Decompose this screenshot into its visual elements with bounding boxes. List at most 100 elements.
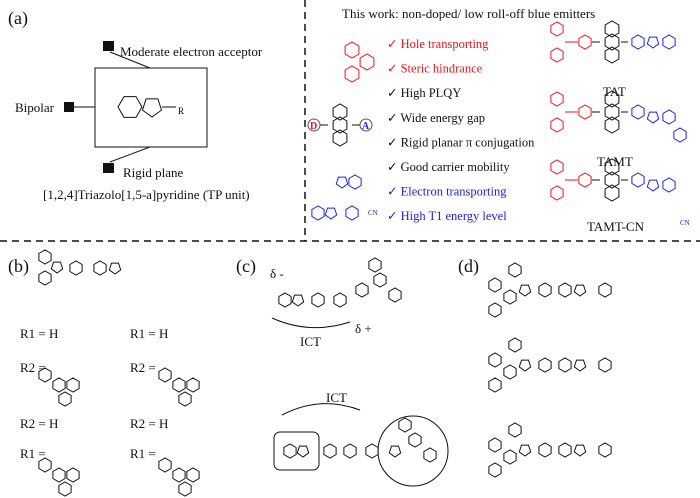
ring (178, 391, 192, 407)
ring (373, 272, 387, 288)
ring (158, 457, 172, 473)
substituent-label: R2 = H (20, 416, 58, 431)
ring (646, 36, 660, 49)
ring (488, 277, 502, 293)
feature-item: ✓ Good carrier mobility (387, 160, 510, 174)
ring (368, 257, 382, 273)
ring (423, 447, 437, 463)
this-work-title: This work: non-doped/ low roll-off blue … (342, 6, 595, 21)
ring (172, 467, 186, 483)
connector-line (109, 51, 151, 69)
panel-a-label: (a) (8, 8, 28, 29)
feature-item: ✓ Wide energy gap (387, 111, 485, 125)
ring (538, 442, 552, 458)
ring (604, 116, 620, 134)
ring (365, 443, 379, 459)
ring (38, 270, 52, 286)
ring (598, 442, 612, 458)
ring (332, 103, 348, 121)
ring (344, 41, 360, 59)
ring (38, 457, 52, 473)
ring (355, 282, 369, 298)
substituent-label: R2 = (130, 360, 156, 375)
ring (604, 184, 620, 202)
panel-b-label: (b) (8, 256, 29, 277)
ring (311, 292, 325, 308)
ring (333, 292, 347, 308)
ring (335, 176, 349, 189)
ring (332, 129, 348, 147)
ring (52, 377, 66, 393)
ring (578, 104, 592, 120)
feature-item: ✓ Steric hindrance (387, 62, 483, 76)
compound-name-tat: TAT (603, 84, 626, 99)
ring (58, 481, 72, 497)
ring (662, 109, 676, 125)
ring (550, 117, 564, 133)
ring (66, 377, 80, 393)
ring (38, 249, 52, 265)
ring (488, 302, 502, 318)
ring (311, 205, 325, 221)
ring (291, 294, 305, 307)
ring (158, 367, 172, 383)
donor-badge (307, 118, 321, 132)
ring (508, 337, 522, 353)
ring (631, 172, 645, 188)
delta-minus: δ - (270, 266, 284, 281)
ring (662, 34, 676, 50)
ring (408, 432, 422, 448)
ring (186, 467, 200, 483)
ring (598, 357, 612, 373)
ring (141, 98, 163, 118)
ring (578, 34, 592, 50)
ring (332, 116, 348, 134)
rigid-plane-label: Rigid plane (123, 165, 184, 180)
cn-label: CN (368, 209, 378, 217)
ring (488, 437, 502, 453)
feature-item: ✓ Electron transporting (387, 185, 507, 199)
ring (38, 367, 52, 383)
ring (108, 262, 122, 275)
ring (508, 422, 522, 438)
ring (604, 33, 620, 51)
ring (550, 159, 564, 175)
ring (488, 352, 502, 368)
ring (558, 282, 572, 298)
feature-list: ✓ Hole transporting✓ Steric hindrance✓ H… (387, 37, 535, 223)
substituent-label: R1 = H (20, 326, 58, 341)
panel-d-label: (d) (458, 256, 479, 277)
ring (550, 47, 564, 63)
acceptor-badge-text: A (362, 121, 370, 132)
substituent-label: R1 = H (130, 326, 168, 341)
ring (538, 282, 552, 298)
ring (550, 185, 564, 201)
donor-badge-text: D (310, 121, 317, 132)
substituent-label: R1 = (130, 446, 156, 461)
tp-unit-box (94, 67, 208, 148)
ring (538, 357, 552, 373)
ring (323, 443, 337, 459)
ring (117, 96, 143, 118)
ring (604, 90, 620, 108)
ring (518, 359, 532, 372)
ring (573, 359, 587, 372)
ring (93, 260, 107, 276)
ring (503, 289, 517, 305)
bullet-square (103, 41, 114, 51)
ring (388, 287, 402, 303)
feature-item: ✓ High T1 energy level (387, 209, 507, 223)
feature-item: ✓ Rigid planar π conjugation (387, 135, 535, 149)
delta-plus: δ + (355, 321, 372, 336)
ring (604, 158, 620, 176)
ring (503, 364, 517, 380)
atom-r: R (178, 106, 184, 116)
ring (66, 467, 80, 483)
ring (631, 104, 645, 120)
ring (573, 444, 587, 457)
ring (345, 205, 359, 221)
ring (598, 282, 612, 298)
ring (186, 377, 200, 393)
ring (172, 377, 186, 393)
